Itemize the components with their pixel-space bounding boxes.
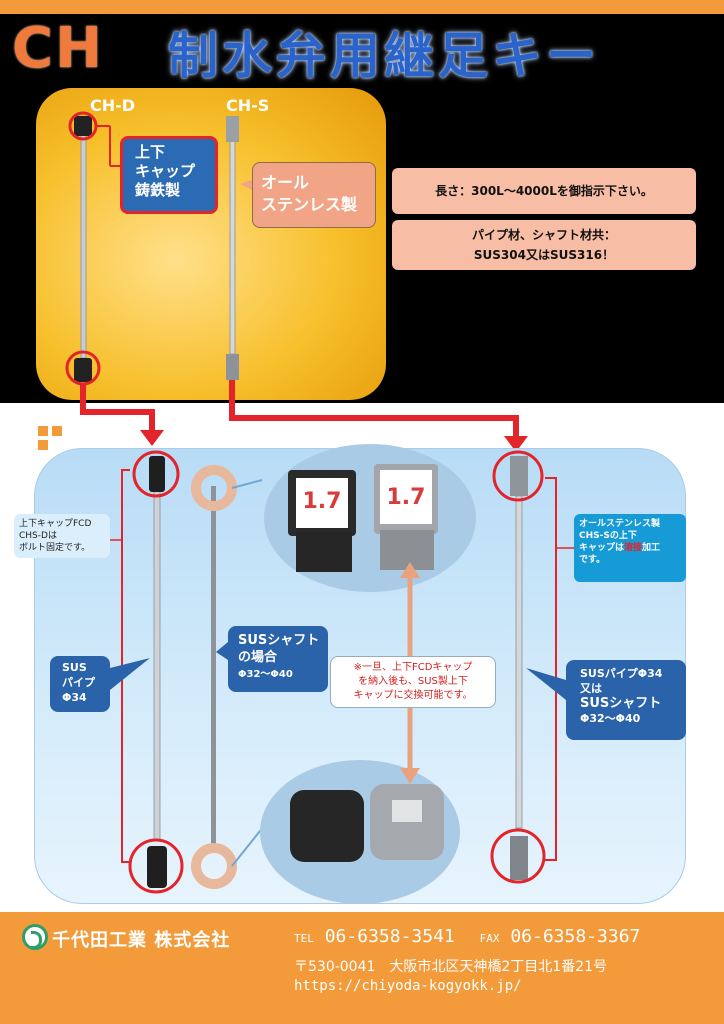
- fax-number: 06-6358-3367: [510, 926, 641, 947]
- note-line: を納入後も、SUS製上下: [358, 676, 468, 687]
- note-text: 加工: [642, 543, 661, 553]
- sus-shaft-image: [191, 465, 237, 889]
- tel-number[interactable]: 06-6358-3541: [324, 926, 455, 947]
- contact-phone: TEL 06-6358-3541 FAX 06-6358-3367: [294, 926, 640, 947]
- material-line: SUS304又はSUS316！: [473, 248, 615, 262]
- callout-line: ステンレス製: [261, 195, 358, 214]
- note-highlight: 溶接: [624, 543, 643, 553]
- chs-key-image: [226, 116, 239, 380]
- callout-line: SUSシャフト: [238, 633, 320, 648]
- callout-line: Φ32～Φ40: [580, 712, 641, 725]
- company-website-link[interactable]: https://chiyoda-kogyokk.jp/: [294, 978, 522, 994]
- top-accent-bar: [0, 0, 724, 14]
- material-info: パイプ材、シャフト材共： SUS304又はSUS316！: [392, 220, 696, 270]
- note-stainless-welded: オールステンレス製 CHS-Sの上下 キャップは溶接加工 です。: [574, 514, 686, 582]
- chs-key-detail-image: [490, 450, 546, 884]
- chd-key-detail-image: [128, 450, 184, 894]
- length-info: 長さ：300L～4000Lを御指示下さい。: [392, 168, 696, 214]
- callout-sus-pipe: SUS パイプ Φ34: [50, 656, 110, 712]
- series-logo: CH: [12, 16, 104, 81]
- note-text: キャップは: [579, 543, 625, 553]
- company-name: 千代田工業 株式会社: [52, 930, 231, 951]
- cap-marking: 1.7: [303, 489, 342, 514]
- callout-line: の場合: [238, 650, 278, 665]
- replacement-note: ※一旦、上下FCDキャップ を納入後も、SUS製上下 キャップに交換可能です。: [330, 656, 496, 708]
- cap-closeup-bottom: [260, 760, 460, 904]
- cap-closeup-top: [264, 444, 476, 592]
- note-fcd-bolt-fixed: 上下キャップFCD CHS-Dは ボルト固定です。: [14, 514, 110, 558]
- callout-line: Φ32～Φ40: [238, 669, 293, 680]
- note-line: オールステンレス製: [579, 519, 661, 529]
- variant-label-chd: CH-D: [90, 96, 136, 115]
- tel-label: TEL: [294, 932, 314, 945]
- fax-label: FAX: [479, 932, 500, 945]
- callout-line: 又は: [580, 682, 602, 695]
- callout-line: オール: [261, 173, 310, 192]
- callout-line: SUSシャフト: [580, 696, 662, 711]
- footer: [0, 912, 724, 1024]
- note-line: キャップは溶接加工: [579, 542, 681, 554]
- callout-line: 鋳鉄製: [135, 181, 181, 199]
- page-title: 制水弁用継足キー: [168, 27, 600, 85]
- note-line: キャップに交換可能です。: [353, 690, 473, 701]
- connector-arrows: [80, 380, 519, 438]
- note-line: 上下キャップFCD: [19, 519, 92, 529]
- callout-line: パイプ: [62, 676, 95, 689]
- callout-line: キャップ: [135, 162, 196, 180]
- callout-line: SUS: [62, 661, 87, 674]
- callout-sus-pipe-or-shaft: SUSパイプΦ34 又は SUSシャフト Φ32～Φ40: [566, 660, 686, 740]
- note-line: ※一旦、上下FCDキャップ: [353, 662, 473, 673]
- note-line: ボルト固定です。: [19, 543, 91, 553]
- material-line: パイプ材、シャフト材共：: [471, 228, 616, 242]
- callout-line: Φ34: [62, 691, 87, 704]
- cap-marking: 1.7: [387, 485, 426, 510]
- callout-sus-shaft: SUSシャフト の場合 Φ32～Φ40: [228, 626, 328, 692]
- callout-all-stainless: オール ステンレス製: [252, 162, 376, 228]
- callout-line: 上下: [135, 143, 166, 161]
- variant-label-chs: CH-S: [226, 96, 270, 115]
- note-line: CHS-Dは: [19, 531, 57, 541]
- company-address: 〒530-0041 大阪市北区天神橋2丁目北1番21号: [294, 959, 608, 975]
- company-logo-icon: [22, 924, 48, 950]
- note-line: CHS-Sの上下: [579, 531, 637, 541]
- note-line: です。: [579, 555, 606, 565]
- callout-cast-iron-caps: 上下 キャップ 鋳鉄製: [120, 136, 218, 214]
- callout-line: SUSパイプΦ34: [580, 667, 663, 680]
